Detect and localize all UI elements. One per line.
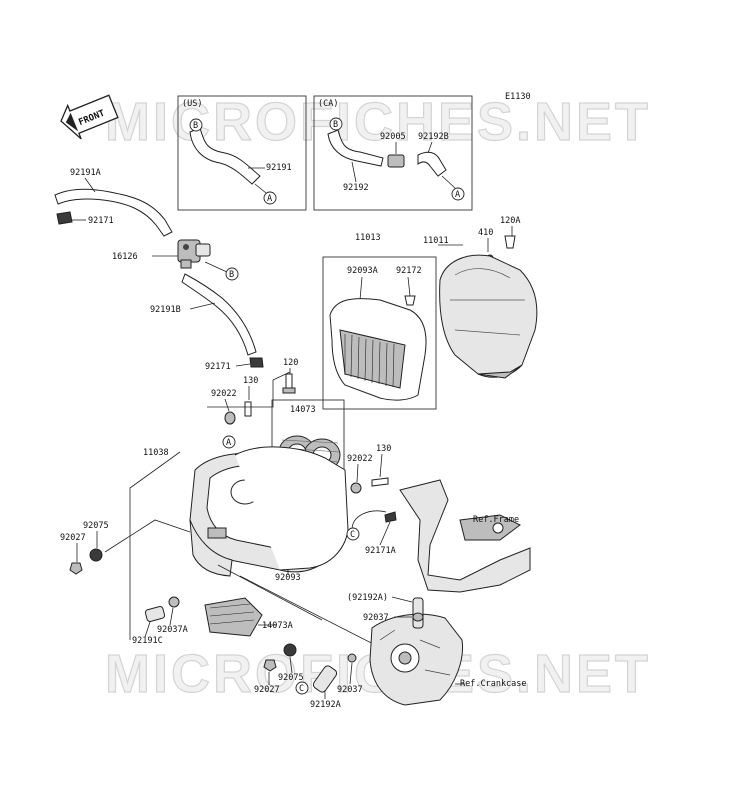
hose-92191a [54, 188, 173, 237]
part-label-14073a: 14073A [262, 621, 293, 631]
part-label-92093: 92093 [275, 573, 301, 583]
marker-b-us [189, 118, 203, 132]
part-label-14073: 14073 [290, 405, 316, 415]
clamp-92171a [384, 511, 397, 523]
part-label-92027-b: 92027 [254, 685, 280, 695]
grommet-92075-bottom [283, 643, 297, 657]
hose-92192a [312, 665, 338, 693]
marker-a-main [222, 435, 236, 449]
nut-92027-bottom [263, 659, 277, 672]
crankcase-ref [369, 613, 464, 706]
filter-element-14073a [204, 597, 263, 637]
part-label-us-92191: 92191 [266, 163, 292, 173]
clamp-92037-bottom [347, 653, 357, 663]
bolt-130-right [371, 477, 389, 487]
us-box-label: (US) [182, 99, 202, 109]
part-label-92171a: 92171A [365, 546, 396, 556]
part-label-11038: 11038 [143, 448, 169, 458]
part-label-ca-92192b: 92192B [418, 132, 449, 142]
clamp-92171-mid [249, 357, 264, 368]
part-label-92037a: 92037A [157, 625, 188, 635]
ca-box-label: (CA) [318, 99, 338, 109]
air-filter-11013 [329, 298, 427, 401]
part-label-92022-b: 92022 [347, 454, 373, 464]
marker-a-us-label: A [267, 194, 272, 204]
us-variant-box: (US) B A 92191 [177, 95, 307, 211]
washer-92022-right [350, 482, 362, 494]
part-label-92037-b: 92037 [337, 685, 363, 695]
part-label-130-b: 130 [376, 444, 391, 454]
valve-16126 [177, 239, 211, 269]
box-11013 [322, 256, 437, 410]
marker-c-main [346, 527, 360, 541]
clamp-92037-upper [412, 612, 424, 622]
part-label-92191c: 92191C [132, 636, 163, 646]
part-label-92192a: 92192A [310, 700, 341, 710]
front-arrow-icon: FRONT [60, 94, 119, 140]
part-label-92171-mid: 92171 [205, 362, 231, 372]
part-label-120: 120 [283, 358, 298, 368]
part-label-ca-92005: 92005 [380, 132, 406, 142]
ref-frame-label: Ref.Frame [473, 515, 519, 525]
grommet-92075-left [89, 548, 103, 562]
marker-a-ca [451, 187, 465, 201]
part-label-92022-a: 92022 [211, 389, 237, 399]
hose-92191c [144, 606, 166, 622]
marker-b-us-label: B [193, 121, 198, 131]
part-label-11013: 11013 [355, 233, 381, 243]
part-label-92172: 92172 [396, 266, 422, 276]
clamp-92171-top [56, 211, 73, 225]
marker-b-ca-label: B [333, 120, 338, 130]
clamp-92037a [168, 596, 180, 608]
part-label-ca-92192: 92192 [343, 183, 369, 193]
part-label-92191a: 92191A [70, 168, 101, 178]
frame-ref [399, 479, 531, 593]
part-label-130-a: 130 [243, 376, 258, 386]
ca-92005-fitting [387, 154, 405, 168]
marker-c-bottom [295, 681, 309, 695]
part-label-120a: 120A [500, 216, 520, 226]
nut-92027-left [69, 562, 83, 575]
part-label-92191b: 92191B [150, 305, 181, 315]
washer-92022-left [224, 411, 236, 425]
part-label-92075-a: 92075 [83, 521, 109, 531]
marker-a-ca-label: A [455, 190, 460, 200]
marker-b-ca [329, 117, 343, 131]
part-label-92171-top: 92171 [88, 216, 114, 226]
marker-a-us [263, 191, 277, 205]
air-cleaner-cover-11011 [439, 254, 538, 379]
diagram-code: E1130 [505, 92, 531, 102]
bolt-130-left [244, 401, 252, 417]
part-label-92027-a: 92027 [60, 533, 86, 543]
part-label-92192a-paren: (92192A) [347, 593, 388, 603]
part-label-92075-b: 92075 [278, 673, 304, 683]
ref-crankcase-label: Ref.Crankcase [460, 679, 527, 689]
part-label-92093a: 92093A [347, 266, 378, 276]
marker-c-main-label: C [350, 530, 355, 540]
part-label-410: 410 [478, 228, 493, 238]
marker-a-main-label: A [226, 438, 231, 448]
marker-c-bottom-label: C [299, 684, 304, 694]
bolt-120a [504, 235, 516, 249]
marker-b-main [225, 267, 239, 281]
part-label-16126: 16126 [112, 252, 138, 262]
hose-92191b [181, 273, 257, 356]
marker-b-main-label: B [229, 270, 234, 280]
part-label-11011: 11011 [423, 236, 449, 246]
part-label-92037-a: 92037 [363, 613, 389, 623]
screw-92172 [404, 295, 416, 306]
ca-variant-box: (CA) B A 92005 92192B 92192 [313, 95, 473, 211]
